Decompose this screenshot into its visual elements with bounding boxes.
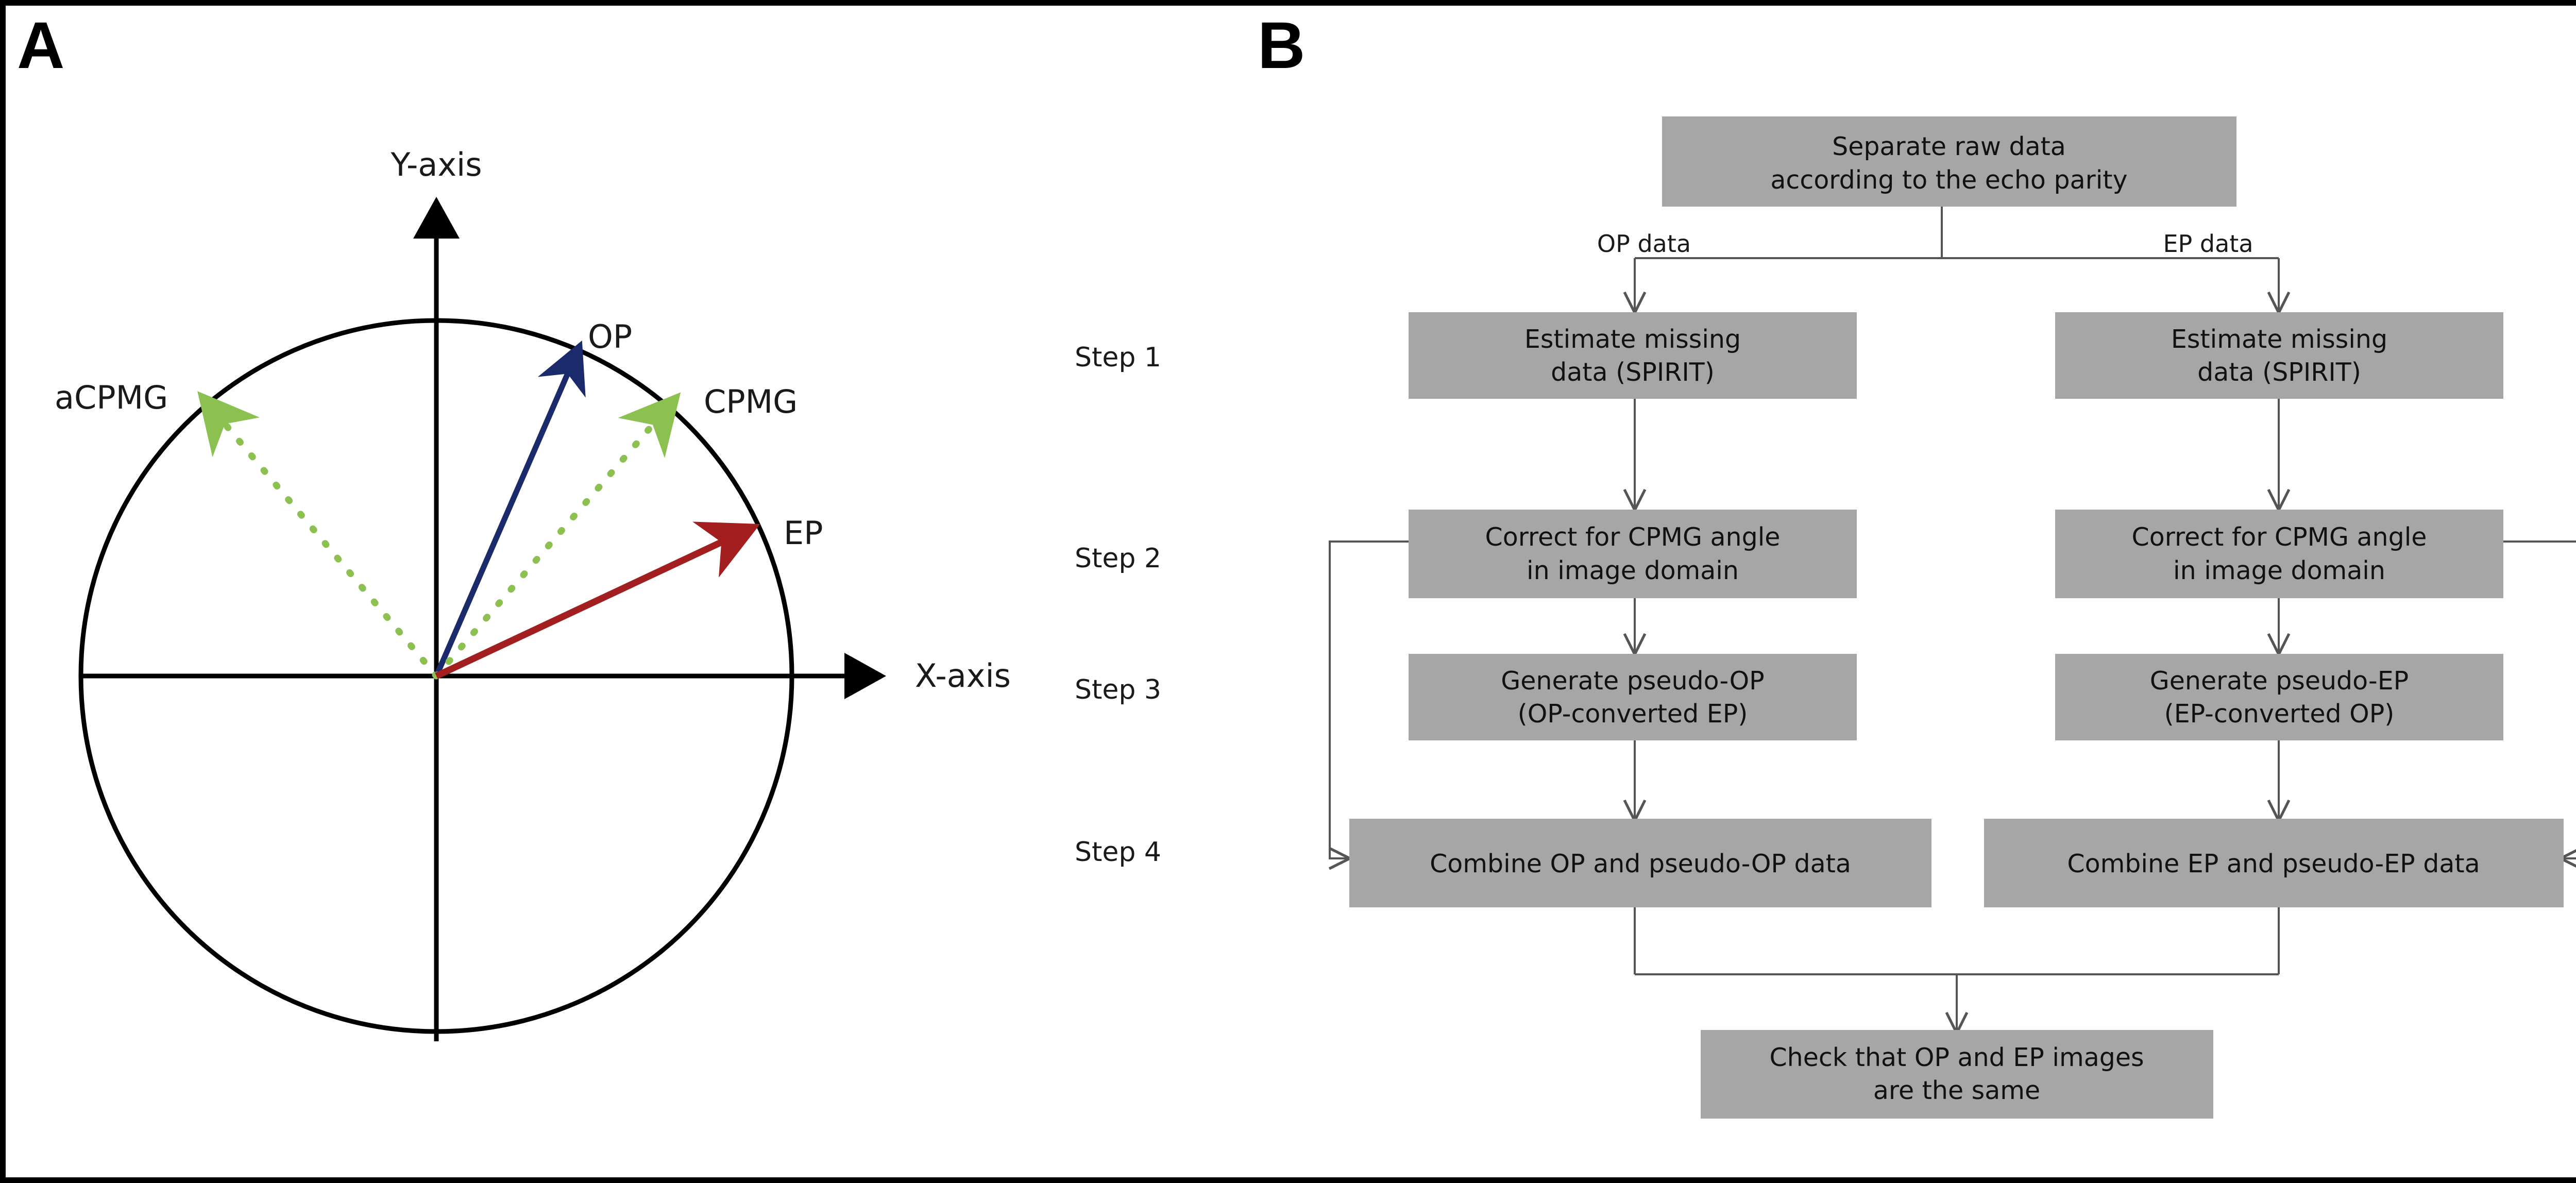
panel-a-letter: A <box>17 9 65 82</box>
flow-box-left-step4[interactable]: Combine OP and pseudo-OP data <box>1349 819 1931 907</box>
figure-canvas: Y-axis X-axis aCPMG OP CPMG EP Step 1 St… <box>55 116 2576 1119</box>
vector-ep <box>435 521 760 679</box>
flow-box-right-step1-line2: data (SPIRIT) <box>2197 358 2361 387</box>
panel-a-group: Y-axis X-axis aCPMG OP CPMG EP <box>55 146 1011 1041</box>
flow-box-right-step3-line2: (EP-converted OP) <box>2164 699 2395 729</box>
flow-box-right-step4-line1: Combine EP and pseudo-EP data <box>2067 849 2480 878</box>
vector-label-acpmg: aCPMG <box>55 379 168 416</box>
connector-left-bypass <box>1328 540 1479 870</box>
vector-label-ep: EP <box>784 514 823 552</box>
flow-box-left-step1-line1: Estimate missing <box>1524 325 1741 354</box>
flow-box-final-line1: Check that OP and EP images <box>1769 1043 2144 1072</box>
vector-label-cpmg: CPMG <box>704 383 798 420</box>
flow-box-right-step2-line1: Correct for CPMG angle <box>2132 522 2427 552</box>
panel-b-group: Separate raw data according to the echo … <box>1328 116 2576 1119</box>
step-label-1: Step 1 <box>1075 342 1161 373</box>
step-label-3: Step 3 <box>1075 674 1161 705</box>
flow-box-right-step3[interactable]: Generate pseudo-EP (EP-converted OP) <box>2055 654 2503 740</box>
y-axis-label: Y-axis <box>390 146 482 183</box>
flow-box-left-step4-line1: Combine OP and pseudo-OP data <box>1430 849 1851 878</box>
flow-box-left-step2-line2: in image domain <box>1527 556 1739 585</box>
edge-label-op-data: OP data <box>1597 230 1691 258</box>
flow-box-final-line2: are the same <box>1873 1076 2040 1105</box>
edge-label-ep-data: EP data <box>2163 230 2253 258</box>
flow-box-root[interactable]: Separate raw data according to the echo … <box>1662 116 2236 207</box>
step-label-2: Step 2 <box>1075 543 1161 574</box>
step-label-4: Step 4 <box>1075 837 1161 868</box>
flow-connectors <box>1328 207 2576 1036</box>
flow-box-right-step2-line2: in image domain <box>2173 556 2385 585</box>
flow-box-right-step3-line1: Generate pseudo-EP <box>2150 666 2409 696</box>
flow-box-right-step4[interactable]: Combine EP and pseudo-EP data <box>1984 819 2564 907</box>
panel-b-letter: B <box>1258 9 1306 82</box>
flow-box-right-step2[interactable]: Correct for CPMG angle in image domain <box>2055 510 2503 598</box>
flow-box-left-step1-line2: data (SPIRIT) <box>1551 358 1715 387</box>
flow-box-final[interactable]: Check that OP and EP images are the same <box>1701 1030 2213 1119</box>
flow-box-left-step3[interactable]: Generate pseudo-OP (OP-converted EP) <box>1409 654 1857 740</box>
flow-box-left-step2[interactable]: Correct for CPMG angle in image domain <box>1409 510 1857 598</box>
flow-box-left-step1[interactable]: Estimate missing data (SPIRIT) <box>1409 312 1857 399</box>
flow-box-left-step3-line2: (OP-converted EP) <box>1518 699 1748 729</box>
unit-circle <box>78 318 794 1034</box>
flow-box-root-line1: Separate raw data <box>1832 132 2066 161</box>
vector-op <box>433 340 586 678</box>
x-axis-label: X-axis <box>915 657 1011 695</box>
vector-cpmg <box>433 392 681 680</box>
connector-right-bypass <box>2433 540 2576 870</box>
flow-box-right-step1[interactable]: Estimate missing data (SPIRIT) <box>2055 312 2503 399</box>
flow-box-right-step1-line1: Estimate missing <box>2171 325 2387 354</box>
vector-label-op: OP <box>588 318 632 356</box>
step-label-column: Step 1 Step 2 Step 3 Step 4 <box>1075 342 1161 868</box>
flow-box-left-step2-line1: Correct for CPMG angle <box>1485 522 1781 552</box>
flow-box-root-line2: according to the echo parity <box>1770 165 2127 195</box>
flow-box-left-step3-line1: Generate pseudo-OP <box>1501 666 1764 696</box>
vector-acpmg <box>197 391 440 680</box>
